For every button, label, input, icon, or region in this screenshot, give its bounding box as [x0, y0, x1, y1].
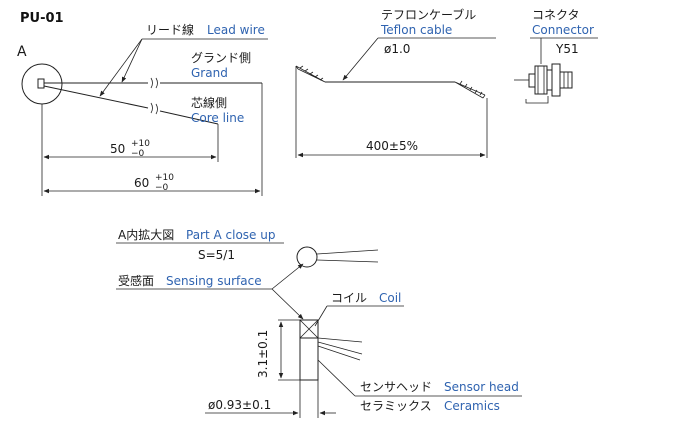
closeup-sensor-wires — [316, 249, 379, 263]
core-wire-end — [159, 110, 219, 125]
lead-wire-leader-2 — [99, 38, 143, 97]
connector-label-ja: コネクタ — [532, 8, 580, 22]
grand-label-en: Grand — [191, 66, 228, 80]
dim-core-length: 50 — [110, 142, 125, 156]
head-label-en: Sensor head — [444, 380, 519, 394]
sensing-leader-2 — [271, 288, 304, 320]
connector-drawing — [514, 63, 573, 104]
sensing-leader-1 — [271, 263, 304, 290]
closeup-title-ja: A内拡大図 — [118, 228, 174, 242]
dim-total-tol-minus: −0 — [155, 183, 169, 193]
head-label-ja: センサヘッド — [360, 380, 432, 394]
closeup-title-en: Part A close up — [186, 228, 275, 242]
teflon-diameter: ø1.0 — [384, 42, 410, 56]
dim-core-tol-minus: −0 — [131, 149, 145, 159]
dim-cable-length: 400±5% — [366, 139, 418, 153]
coil-cross-2 — [299, 319, 319, 339]
coil-label-en: Coil — [379, 291, 401, 305]
teflon-label-ja: テフロンケーブル — [381, 7, 476, 22]
teflon-leader — [342, 37, 379, 81]
part-a-circle — [21, 63, 63, 105]
cable-left-twist — [299, 65, 324, 81]
lead-wire-label-en: Lead wire — [207, 23, 265, 37]
sensor-head-wires — [317, 337, 363, 361]
dim-sensor-height: 3.1±0.1 — [256, 330, 270, 378]
part-a-marker: A — [17, 44, 27, 60]
dim-sensor-diameter: ø0.93±0.1 — [208, 398, 271, 412]
lead-wire-label-ja: リード線 — [146, 22, 194, 37]
coil-label-ja: コイル — [331, 291, 367, 305]
coil-leader — [314, 305, 328, 327]
teflon-label-en: Teflon cable — [380, 23, 452, 37]
grand-label-ja: グランド側 — [191, 51, 251, 65]
connector-label-en: Connector — [532, 23, 594, 37]
closeup-scale: S=5/1 — [198, 248, 235, 262]
drawing-title: PU-01 — [20, 11, 64, 26]
head-leader — [317, 359, 356, 397]
closeup-sensor-circle — [296, 246, 318, 268]
coil-box — [299, 319, 319, 339]
break-mark-grand — [150, 77, 158, 89]
ceramics-label-en: Ceramics — [444, 399, 500, 413]
sensing-label-ja: 受感面 — [118, 273, 154, 288]
sensing-label-en: Sensing surface — [166, 274, 262, 288]
cable-right-wires — [454, 81, 486, 99]
dim-core-tol-plus: +10 — [131, 139, 150, 149]
core-wire — [43, 85, 149, 109]
break-mark-core — [150, 102, 158, 115]
core-label-en: Core line — [191, 111, 244, 125]
core-label-ja: 芯線側 — [191, 95, 227, 110]
cable-right-twist — [459, 80, 483, 96]
dim-total-length: 60 — [134, 176, 149, 190]
connector-model: Y51 — [555, 42, 579, 56]
dim-total-tol-plus: +10 — [155, 173, 174, 183]
sensor-head-small — [37, 78, 45, 89]
ceramics-label-ja: セラミックス — [360, 399, 432, 413]
lead-wire-leader-1 — [121, 38, 143, 83]
